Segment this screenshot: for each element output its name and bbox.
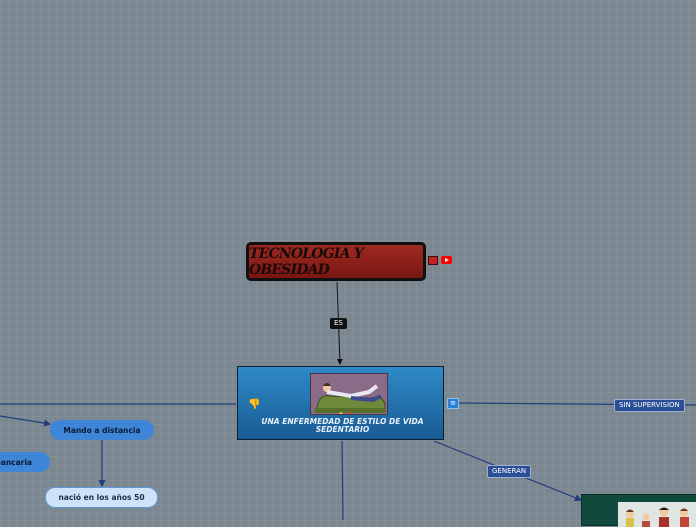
node-mando-a-distancia[interactable]: Mando a distancia [50,420,154,440]
link-label-sin-supervision[interactable]: SIN SUPERVISION [614,399,685,412]
node-mando-label: Mando a distancia [63,425,141,435]
root-node[interactable]: TECNOLOGIA Y OBESIDAD [246,242,426,281]
family-image [618,502,696,527]
node-bancaria[interactable]: bancaria [0,452,50,472]
thumbs-down-icon: 👎 [248,399,261,410]
main-topic-text: UNA ENFERMEDAD DE ESTILO DE VIDA SEDENTA… [261,417,424,434]
bottom-topic-node[interactable] [581,494,696,527]
node-nacio-label: nació en los años 50 [58,493,145,502]
link-label-es[interactable]: ES [330,318,347,329]
link-to-mando [0,415,52,427]
main-topic-node[interactable]: 👎 UNA ENFERMEDAD DE ESTILO DE VIDA SEDEN… [237,366,444,440]
note-icon[interactable]: ≡ [447,398,459,409]
youtube-icon[interactable] [441,256,452,264]
link-label-generan[interactable]: GENERAN [487,465,532,478]
person-on-sofa-image [310,373,388,415]
root-icons [428,256,452,265]
briefcase-icon[interactable] [428,256,438,265]
link-main-down [341,440,344,520]
node-nacio-anos-50[interactable]: nació en los años 50 [45,487,158,508]
node-bancaria-label: bancaria [0,457,32,467]
root-title: TECNOLOGIA Y OBESIDAD [249,245,364,278]
